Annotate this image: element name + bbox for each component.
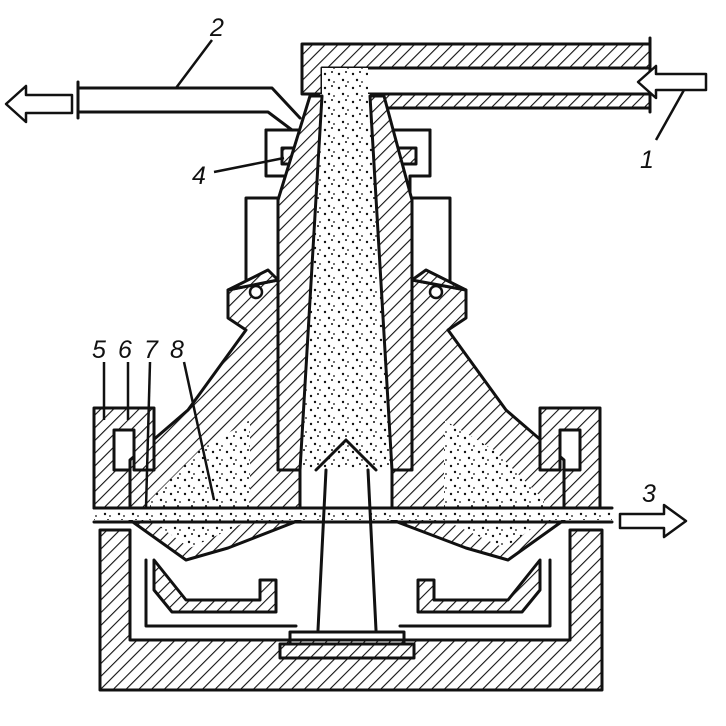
discharge-arrow [618,503,688,539]
inlet-arrow [636,64,708,100]
label-3: 3 [642,480,656,508]
leader-line-4 [213,156,285,174]
label-1: 1 [640,146,654,174]
label-2: 2 [209,14,224,42]
leader-line-1 [654,89,686,141]
label-7: 7 [144,336,159,364]
label-6: 6 [118,336,132,364]
label-8: 8 [170,336,184,364]
label-4: 4 [192,162,206,190]
label-5: 5 [92,336,106,364]
overflow-arrow [4,84,74,124]
leader-line-8 [182,361,216,501]
leader-line-7 [144,361,152,509]
overflow-pipe [76,80,302,132]
feed-tube [276,68,414,472]
leader-line-2 [175,39,213,89]
lower-base [98,528,604,692]
central-core [278,438,416,660]
discharge-slot [92,506,614,524]
